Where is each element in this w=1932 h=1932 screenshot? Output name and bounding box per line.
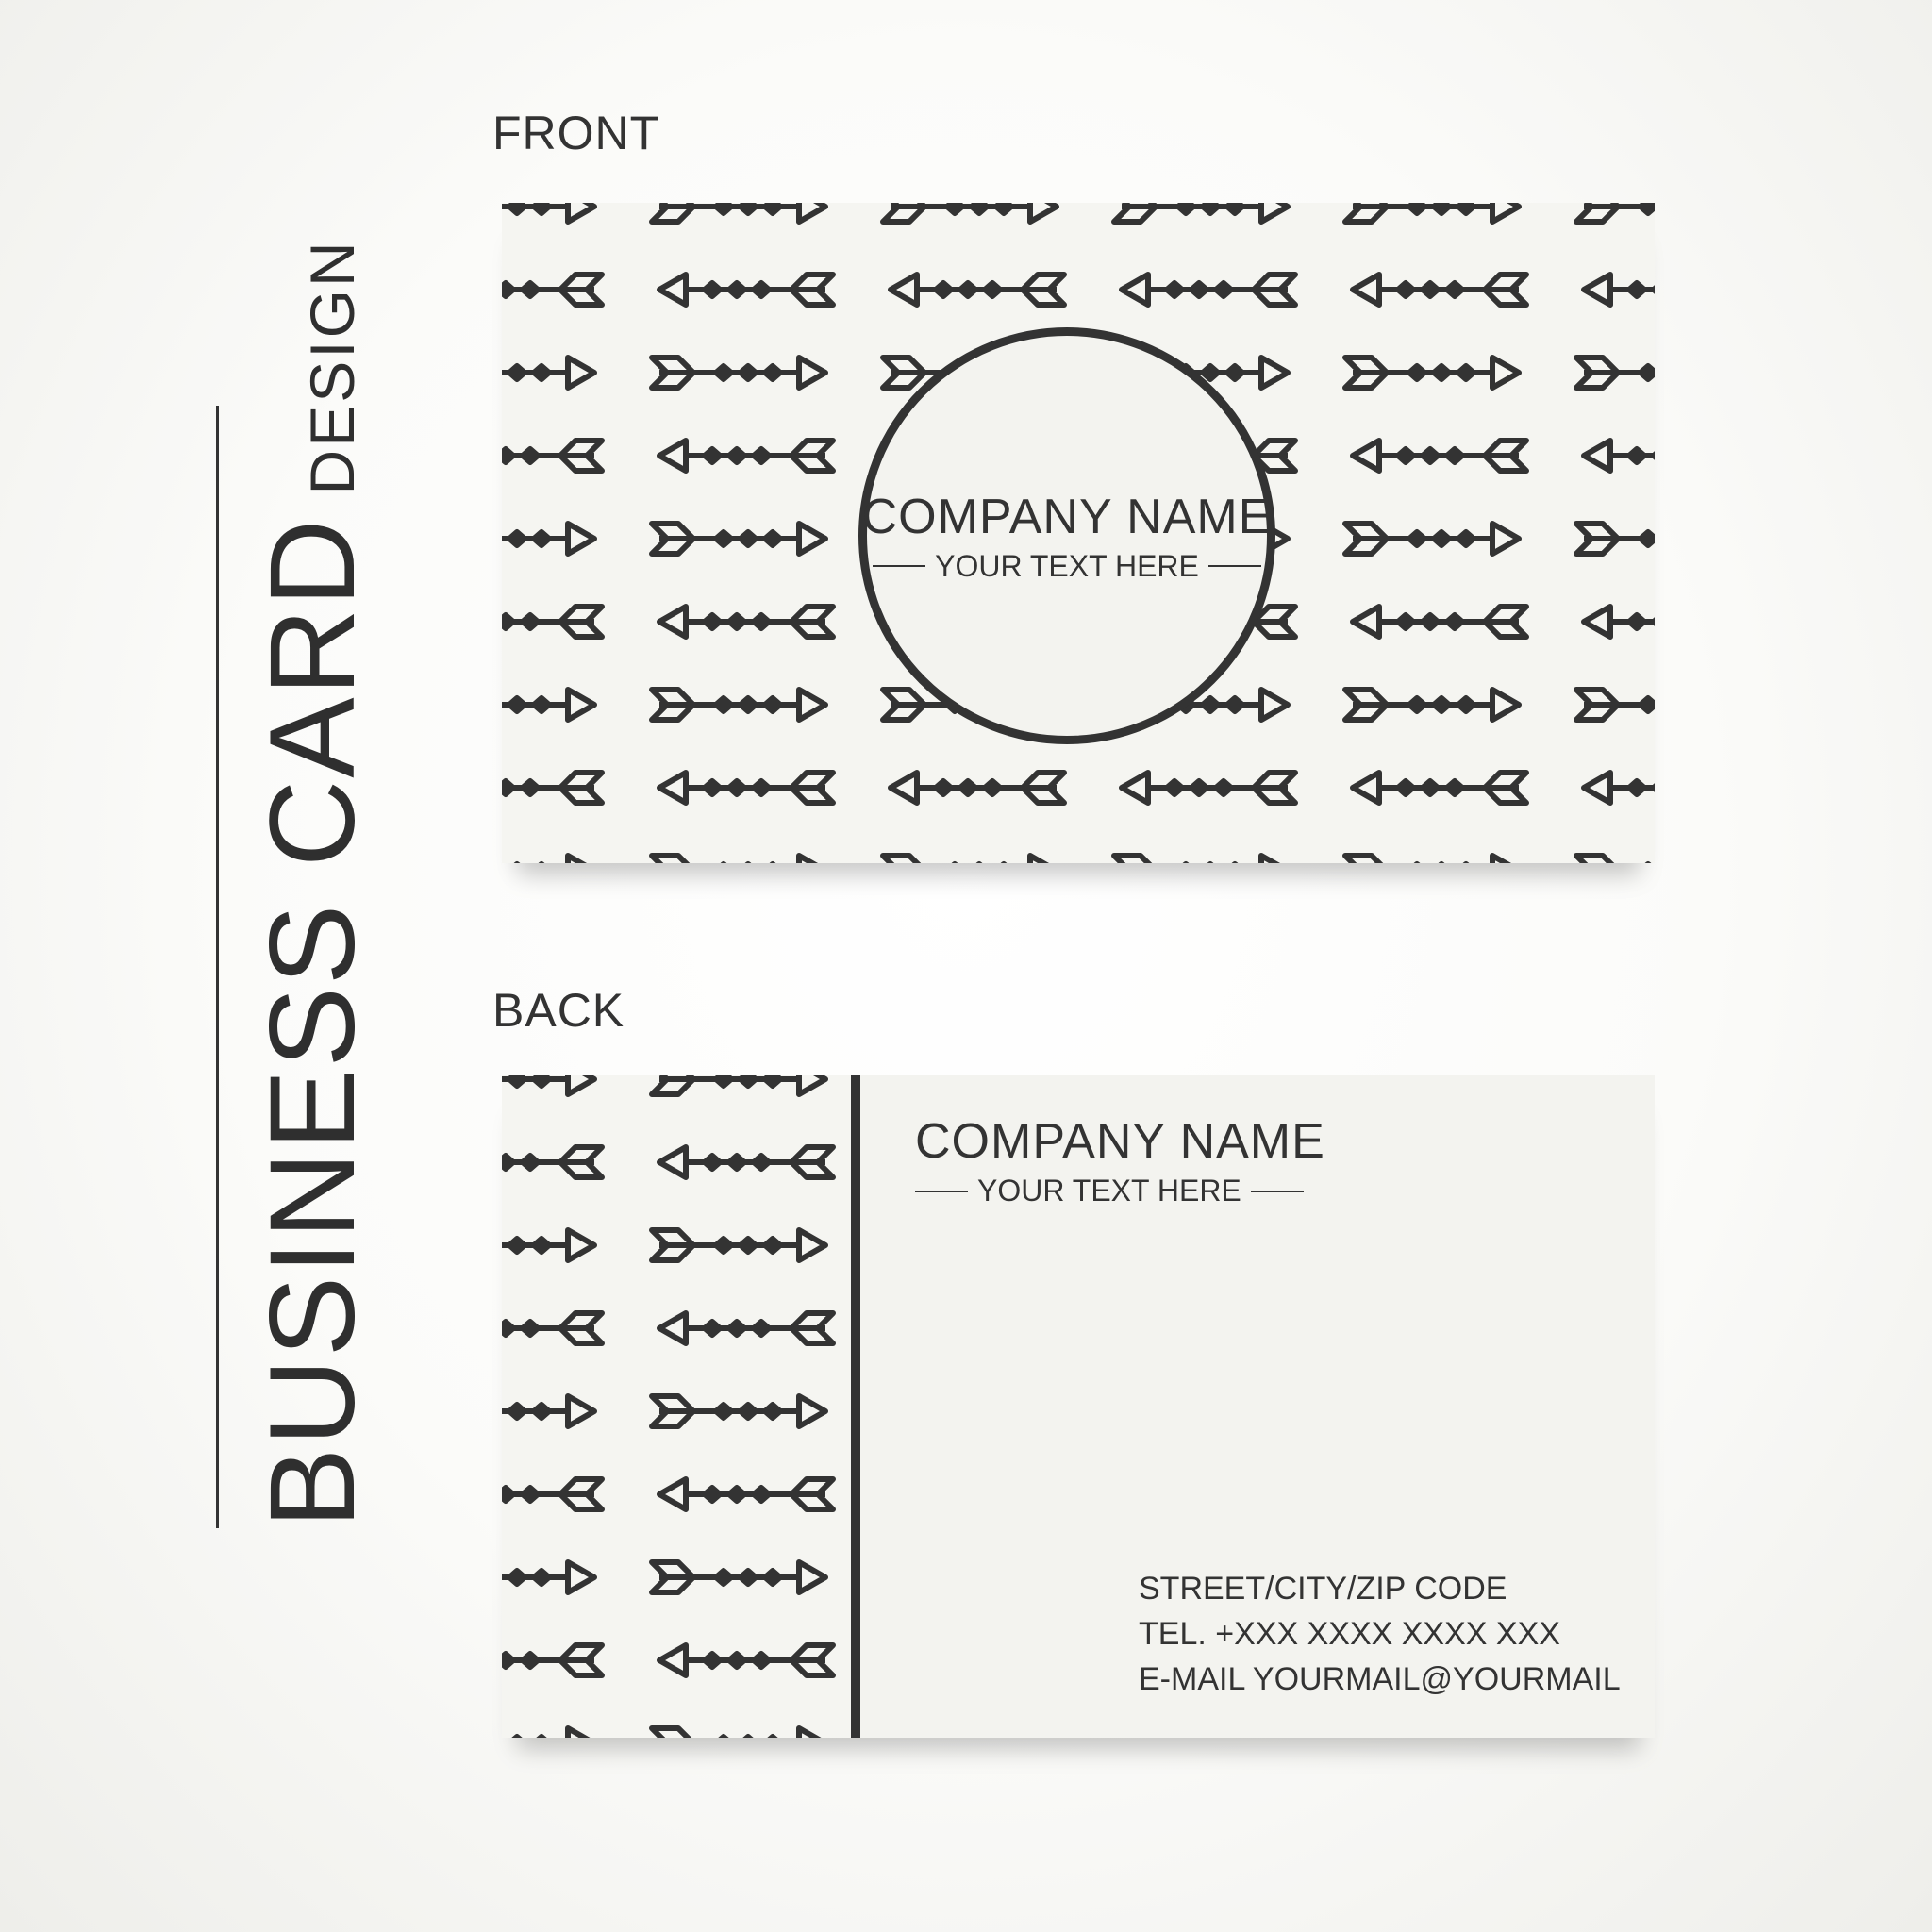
arrow-icon [1111,203,1291,225]
arrow-icon [649,1075,828,1097]
arrow-icon [1119,770,1298,806]
side-title-rule [216,406,219,1528]
arrow-pattern-icon [502,1075,836,1738]
arrow-icon [513,853,588,863]
arrow-icon [1342,687,1522,723]
arrow-icon [1350,438,1529,474]
tagline-rule-right [1208,565,1261,567]
arrow-icon [649,1725,822,1738]
arrow-icon [502,1393,597,1429]
arrow-icon [502,687,597,723]
arrow-icon [502,521,597,557]
email-text: E-MAIL YOURMAIL@YOURMAIL [1139,1661,1621,1697]
arrow-icon [1581,272,1655,308]
arrow-icon [880,203,1059,225]
arrow-icon [1350,770,1529,806]
arrow-icon [657,770,836,806]
arrow-icon [649,1559,828,1595]
arrow-icon [502,770,605,806]
arrow-icon [1119,272,1298,308]
arrow-icon [888,272,1067,308]
arrow-icon [502,1476,605,1512]
arrow-icon [1574,687,1655,723]
front-logo-circle: COMPANY NAME YOUR TEXT HERE [858,327,1275,744]
arrow-icon [502,272,605,308]
arrow-icon [502,355,597,391]
arrow-icon [1342,853,1512,863]
arrow-icon [880,853,1050,863]
arrow-icon [511,1725,591,1738]
arrow-icon [888,770,1067,806]
arrow-icon [649,521,828,557]
side-title-sub: DESIGN [297,239,367,495]
arrow-icon [1574,355,1655,391]
back-divider [851,1075,860,1738]
arrow-icon [1111,853,1281,863]
front-tagline: YOUR TEXT HERE [873,549,1261,584]
back-label: BACK [492,984,625,1037]
back-company-name: COMPANY NAME [915,1114,1325,1169]
front-card: COMPANY NAME YOUR TEXT HERE [502,203,1655,863]
arrow-icon [1342,203,1522,225]
front-label: FRONT [492,107,660,159]
arrow-icon [502,1075,597,1097]
arrow-icon [502,1559,597,1595]
arrow-icon [502,438,605,474]
side-title: BUSINESS CARD DESIGN [243,239,382,1528]
arrow-icon [1111,687,1291,723]
address-text: STREET/CITY/ZIP CODE [1139,1571,1507,1607]
tagline-rule-left [915,1190,968,1192]
arrow-icon [502,1144,605,1180]
arrow-icon [502,1642,605,1678]
arrow-icon [1574,203,1655,225]
back-info-panel: COMPANY NAME YOUR TEXT HERE STREET/CITY/… [860,1075,1655,1738]
arrow-icon [1350,604,1529,640]
front-company-name: COMPANY NAME [861,489,1273,544]
arrow-icon [649,687,828,723]
arrow-icon [502,604,605,640]
arrow-icon [649,1393,828,1429]
arrow-icon [1581,770,1655,806]
arrow-icon [502,1310,605,1346]
arrow-icon [657,1642,836,1678]
side-title-main: BUSINESS CARD [245,517,380,1528]
arrow-icon [657,1476,836,1512]
arrow-icon [1342,521,1522,557]
arrow-icon [657,272,836,308]
arrow-icon [502,1227,597,1263]
arrow-icon [649,853,819,863]
arrow-icon [657,1310,836,1346]
tagline-rule-right [1250,1190,1304,1192]
back-tagline: YOUR TEXT HERE [915,1174,1325,1208]
back-card: COMPANY NAME YOUR TEXT HERE STREET/CITY/… [502,1075,1655,1738]
arrow-icon [657,438,836,474]
arrow-icon [1342,355,1522,391]
arrow-icon [1581,604,1655,640]
front-tagline-text: YOUR TEXT HERE [935,548,1199,583]
arrow-icon [649,203,828,225]
arrow-icon [1574,853,1652,863]
back-title-block: COMPANY NAME YOUR TEXT HERE [915,1113,1325,1208]
arrow-icon [649,1227,828,1263]
phone-text: TEL. +XXX XXXX XXXX XXX [1139,1616,1560,1652]
arrow-icon [657,604,836,640]
arrow-icon [1574,521,1655,557]
contact-block: STREET/CITY/ZIP CODE TEL. +XXX XXXX XXXX… [1139,1566,1621,1702]
arrow-icon [1350,272,1529,308]
arrow-icon [1581,438,1655,474]
arrow-icon [649,355,828,391]
back-tagline-text: YOUR TEXT HERE [977,1174,1241,1208]
arrow-icon [657,1144,836,1180]
tagline-rule-left [873,565,926,567]
arrow-icon [502,203,597,225]
